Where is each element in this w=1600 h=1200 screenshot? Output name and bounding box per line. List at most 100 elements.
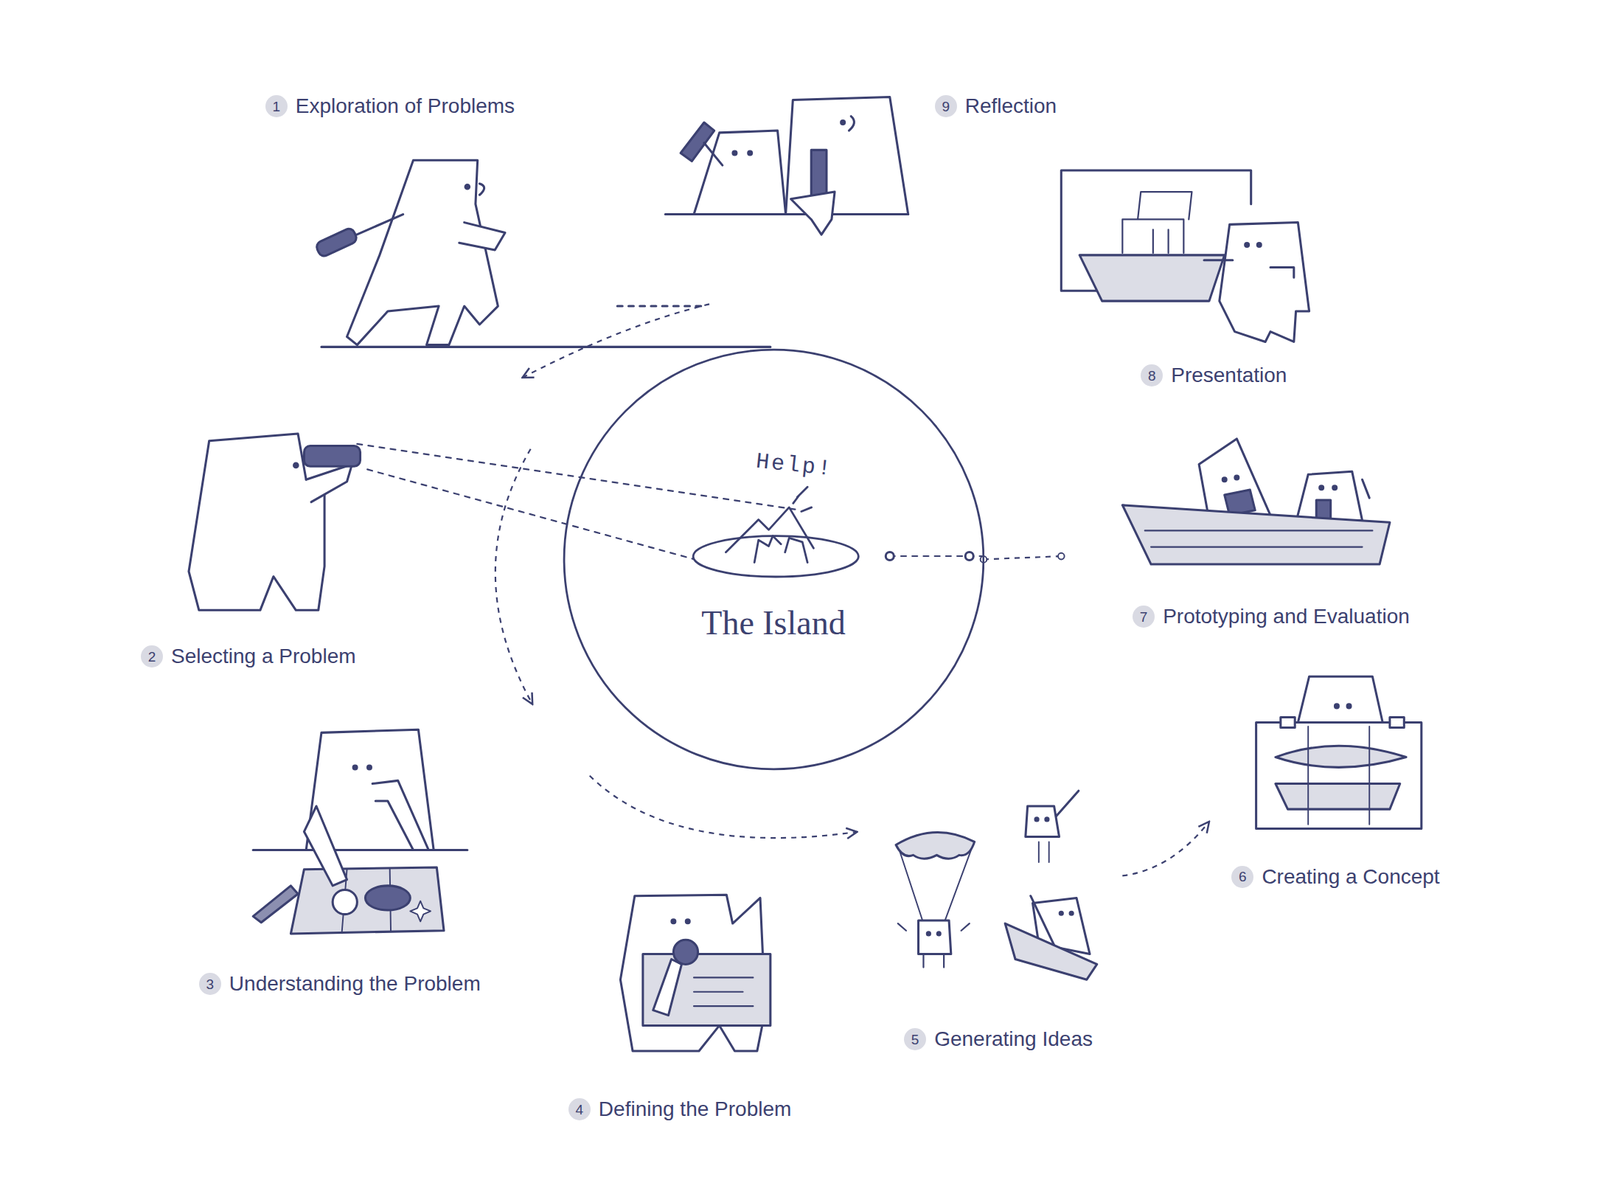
drawing-part [1333,485,1337,490]
drawing-part [1038,841,1050,862]
step-label: Generating Ideas [934,1027,1093,1051]
drawing-part [1296,471,1363,523]
drawing-part [305,463,352,502]
drawing-part [1055,790,1078,817]
step-label: Selecting a Problem [171,645,357,669]
drawing-part [617,305,705,308]
drawing-part [680,122,715,162]
drawing-part [1256,722,1422,829]
drawing-part [1204,258,1233,262]
drawing-part [1122,505,1390,565]
drawing-part [671,919,676,924]
drawing-part [1122,191,1192,253]
drawing-part [900,848,972,924]
circle-border [564,349,984,770]
drawing-part [791,191,836,235]
drawing-part [885,551,894,560]
drawing-part [252,885,298,923]
drawing-part [1198,438,1271,521]
drawing-part [898,923,970,967]
step-label: Presentation [1170,364,1287,388]
step-region: 8 Presentation [1055,162,1317,393]
step-label-row: 9 Reflection [934,95,1058,118]
step-label-row: 4Defining the Problem [568,1097,792,1121]
drawing-part [653,958,683,1015]
drawing-part [748,151,753,155]
step-label-row: 1Exploration of Problems [265,95,515,118]
step-number: 2 [140,645,163,668]
drawing-part [367,468,694,559]
drawing-part [693,130,786,214]
step-label: Defining the Problem [598,1097,792,1121]
drawing-part [1245,243,1250,248]
step-region: 3Understanding the Problem [193,704,542,1000]
step-region: 1Exploration of Problems [265,89,715,305]
drawing-part [848,116,854,131]
drawing-part [367,765,371,770]
drawing-part [356,443,801,511]
drawing-part [965,551,974,560]
dashed-arrow [983,555,1062,559]
drawing-part [409,901,431,922]
step-region: 4Defining the Problem [566,775,832,1124]
drawing-part [465,184,470,189]
drawing-part [303,805,347,886]
drawing-part [895,832,975,859]
drawing-part [459,222,506,250]
drawing-part [1222,477,1227,482]
drawing-part [1319,485,1324,490]
island-mountains [725,486,814,562]
drawing-part [479,183,484,195]
step-number: 5 [903,1027,927,1050]
drawing-part [1389,717,1404,728]
dashed-arrow [589,775,858,838]
drawing-part [1275,745,1407,767]
step-label-row: 8 Presentation [1140,364,1287,388]
drawing-part [252,848,468,851]
step-number: 8 [1140,364,1163,387]
drawing-part [1035,817,1039,821]
island-circle: Help! The Island [562,348,986,771]
drawing-part [1079,255,1225,301]
drawing-part [303,446,360,467]
drawing-part [1257,243,1261,248]
drawing-part [290,867,444,934]
drawing-part [314,227,359,259]
drawing-part [1270,266,1295,278]
text-holder: The Island [562,603,986,643]
drawing-part [693,976,753,1006]
drawing-part [704,143,723,166]
drawing-part [1280,717,1295,728]
drawing-part [188,96,1422,1051]
drawing-part [918,920,952,955]
drawing-part [321,345,771,349]
drawing-part [1145,530,1373,547]
drawing-part [1219,222,1310,343]
drawing-part [353,765,357,770]
step-number: 9 [934,95,958,118]
drawing-part [1362,479,1370,498]
drawing-part [1045,817,1049,821]
drawing-part [1059,911,1063,915]
step-region: 2 Selecting a Problem [137,377,531,674]
drawing-part [642,954,771,1026]
island-outline [562,348,986,771]
drawing-part [1069,911,1073,915]
drawing-part [1334,704,1339,708]
step-number: 1 [265,95,288,118]
drawing-part [937,931,941,935]
drawing-part [926,931,930,935]
step-number: 6 [1231,865,1254,888]
step-label-row: 7Prototyping and Evaluation [1132,605,1410,629]
drawing-part [1235,475,1239,480]
drawing-part [1308,726,1370,825]
text-holder: Help! [755,452,834,478]
drawing-part [685,919,690,924]
step-region: 6Creating a Concept [1209,673,1475,893]
step-label: Reflection [965,95,1058,118]
drawing-part [673,939,698,964]
drawing-part [347,160,499,345]
step-region: 9 Reflection [663,89,1082,223]
